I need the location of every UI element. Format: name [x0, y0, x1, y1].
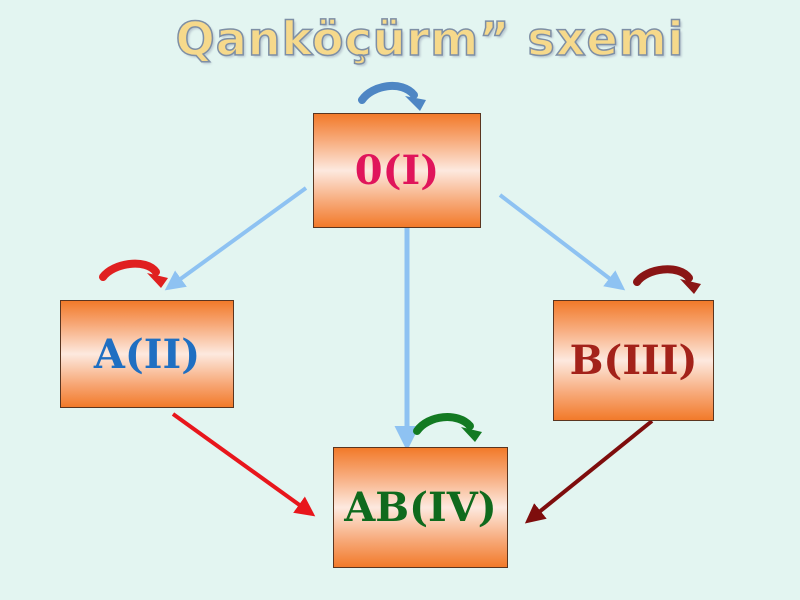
node-label: 0(I) [354, 147, 440, 194]
node-label: B(III) [569, 337, 698, 384]
node-label: AB(IV) [344, 484, 497, 531]
arrow-b-to-ab [524, 419, 654, 524]
self-loop-a [99, 259, 168, 288]
arrow-o-to-b [498, 193, 626, 291]
node-blood-group-0: 0(I) [313, 113, 481, 228]
node-blood-group-a: A(II) [60, 300, 234, 408]
node-label: A(II) [93, 330, 201, 378]
arrow-a-to-ab [171, 412, 316, 517]
node-blood-group-ab: AB(IV) [333, 447, 508, 568]
arrow-o-to-a [164, 186, 308, 291]
self-loop-ab [413, 413, 482, 442]
node-blood-group-b: B(III) [553, 300, 714, 421]
slide-title: Qanköçürm” sxemi [175, 11, 685, 67]
self-loop-o [358, 81, 426, 111]
self-loop-b [633, 265, 701, 294]
